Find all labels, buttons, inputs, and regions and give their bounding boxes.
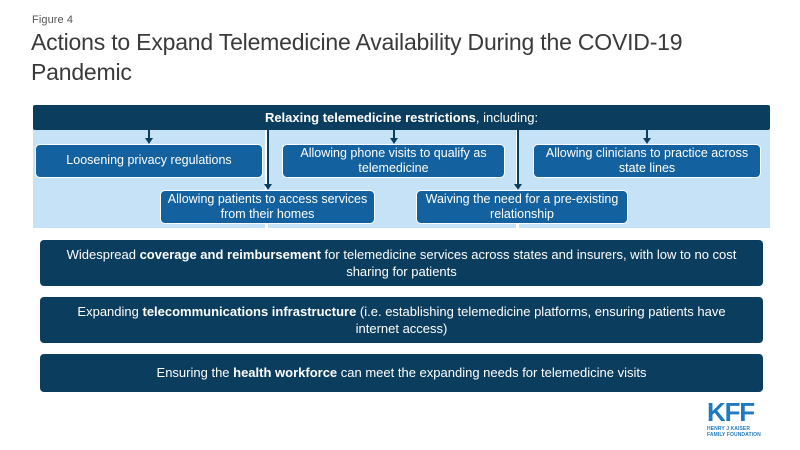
action-bar-bold-text: health workforce [233, 365, 338, 381]
banner-bold-text: Relaxing telemedicine restrictions [264, 110, 476, 125]
kff-logo-mark: KFF [707, 397, 755, 427]
arrow-down-icon [643, 129, 651, 144]
kff-logo-subtitle: HENRY J KAISER FAMILY FOUNDATION [707, 425, 761, 438]
action-bar-text: Widespread coverage and reimbursement fo… [54, 246, 749, 281]
sub-action-box: Allowing clinicians to practice across s… [533, 144, 761, 178]
arrow-down-icon [390, 129, 398, 144]
action-bar-pre-text: Widespread [66, 246, 140, 262]
action-bar-health-workforce: Ensuring the health workforce can meet t… [40, 354, 763, 392]
figure-label: Figure 4 [32, 14, 74, 26]
banner-relaxing-restrictions: Relaxing telemedicine restrictions, incl… [33, 105, 770, 130]
action-bar-text: Expanding telecommunications infrastruct… [54, 303, 749, 338]
banner-text: Relaxing telemedicine restrictions, incl… [265, 110, 538, 125]
arrow-down-icon [145, 129, 153, 144]
action-bar-bold-text: coverage and reimbursement [139, 246, 321, 262]
action-bar-post-text: can meet the expanding needs for telemed… [337, 365, 647, 381]
action-bar-coverage-reimbursement: Widespread coverage and reimbursement fo… [40, 240, 763, 286]
action-bar-post-text: for telemedicine services across states … [320, 246, 737, 279]
action-bar-pre-text: Expanding [77, 303, 143, 319]
action-bar-telecommunications-infrastructure: Expanding telecommunications infrastruct… [40, 297, 763, 343]
sub-actions-band: Loosening privacy regulations Allowing p… [33, 129, 770, 228]
sub-action-box: Waiving the need for a pre-existing rela… [416, 190, 628, 224]
page-title: Actions to Expand Telemedicine Availabil… [31, 29, 683, 85]
action-bar-pre-text: Ensuring the [156, 365, 234, 381]
sub-action-box: Loosening privacy regulations [35, 144, 263, 178]
kff-logo: KFF HENRY J KAISER FAMILY FOUNDATION [707, 397, 783, 438]
sub-action-box: Allowing phone visits to qualify as tele… [282, 144, 505, 178]
sub-action-box: Allowing patients to access services fro… [160, 190, 375, 224]
arrow-down-icon [264, 129, 272, 190]
arrow-down-icon [514, 129, 522, 190]
action-bar-post-text: (i.e. establishing telemedicine platform… [355, 303, 726, 336]
action-bar-bold-text: telecommunications infrastructure [142, 303, 357, 319]
action-bar-text: Ensuring the health workforce can meet t… [157, 364, 647, 381]
banner-rest-text: , including: [475, 110, 539, 125]
